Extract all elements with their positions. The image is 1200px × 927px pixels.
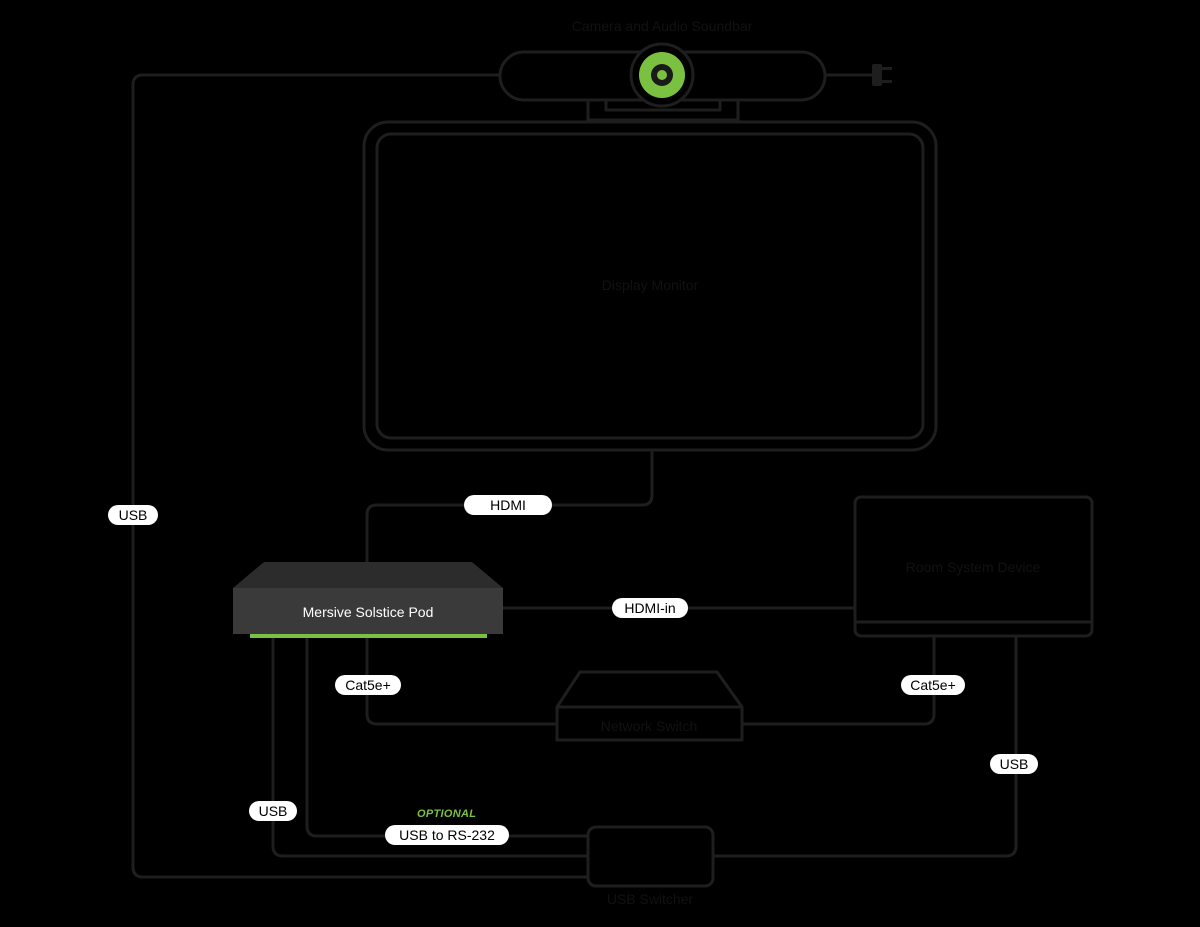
- cable-usb-pod: [271, 634, 590, 858]
- room-system-label: Room System Device: [906, 559, 1041, 575]
- usb-switcher: [586, 825, 715, 888]
- usb-switcher-label: USB Switcher: [607, 891, 694, 907]
- network-switch: [555, 670, 744, 742]
- display-label: Display Monitor: [602, 277, 699, 293]
- camera-lens-icon: [629, 42, 695, 108]
- power-plug-icon: [872, 64, 892, 86]
- cat-room-label: Cat5e+: [901, 675, 965, 695]
- hdmi-in-label: HDMI-in: [612, 598, 688, 618]
- display-monitor-frame: [362, 120, 938, 452]
- cable-rs232: [305, 634, 590, 838]
- usb-camera-label: USB: [108, 505, 158, 525]
- camera-label: Camera and Audio Soundbar: [572, 18, 753, 34]
- rs232-label: USB to RS-232: [385, 825, 509, 845]
- soundbar-mount: [586, 98, 740, 122]
- room-system-device: [853, 495, 1094, 638]
- cable-cat-room: [740, 634, 936, 726]
- cable-usb-camera: [131, 73, 590, 879]
- cat-pod-label: Cat5e+: [335, 675, 401, 695]
- network-switch-label: Network Switch: [601, 718, 697, 734]
- solstice-pod: [233, 562, 503, 638]
- display-monitor-screen: [375, 132, 925, 440]
- optional-tag: OPTIONAL: [417, 808, 477, 820]
- usb-pod-label: USB: [249, 801, 297, 821]
- cable-usb-room: [711, 634, 1018, 858]
- cable-cat-pod: [365, 634, 559, 726]
- usb-room-label: USB: [990, 754, 1038, 774]
- pod-label: Mersive Solstice Pod: [303, 604, 434, 620]
- hdmi-label: HDMI: [464, 495, 552, 515]
